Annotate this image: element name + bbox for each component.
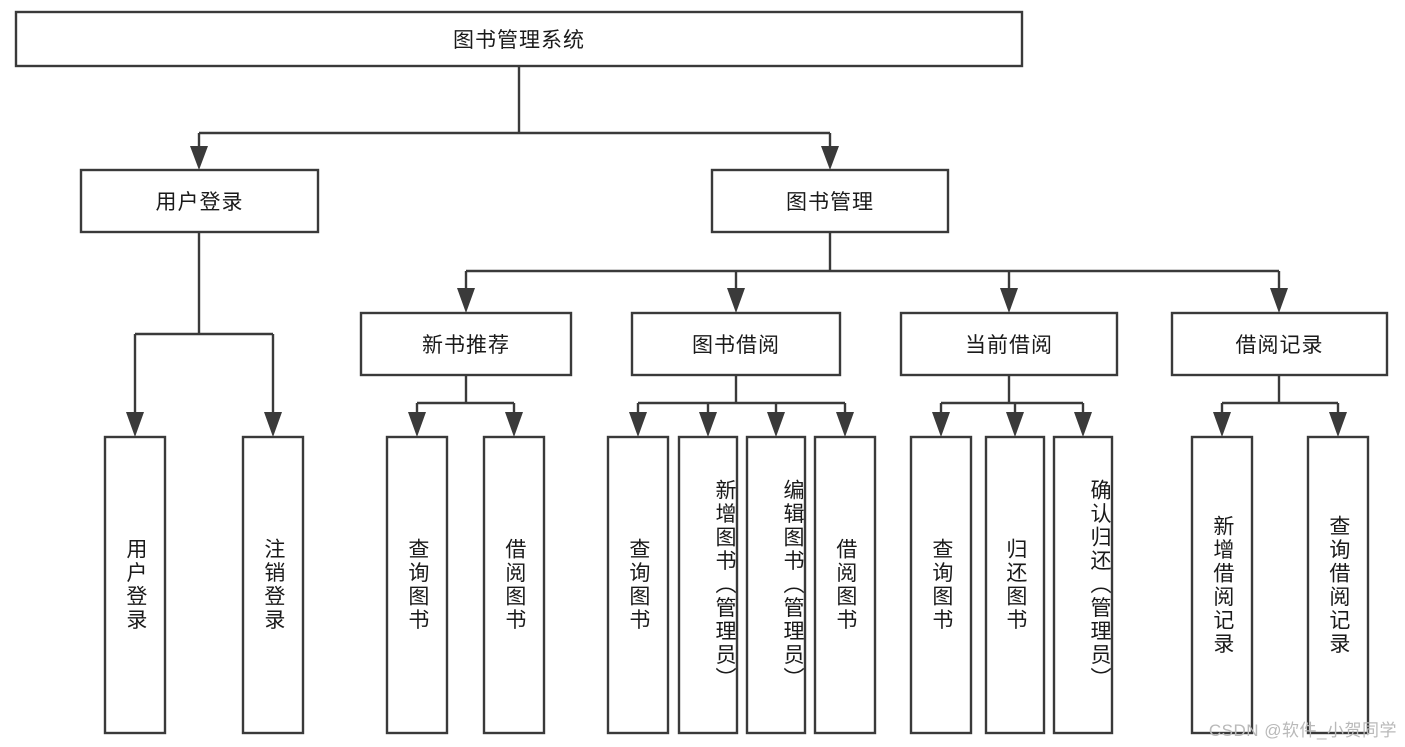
connector-group-user-login-to-leaves	[126, 232, 282, 437]
arrow-head-record-leaf-1	[1213, 412, 1231, 437]
leaf-box-borrow-book-rec[interactable]	[482, 435, 546, 735]
leaf-box-return-book[interactable]	[984, 435, 1046, 735]
arrow-head-user-login-leaf-1	[126, 412, 144, 437]
connector-group-root-to-level2	[190, 66, 839, 170]
arrow-head-current-leaf-1	[932, 412, 950, 437]
node-box-borrow-record[interactable]	[1170, 311, 1389, 377]
arrow-head-root-to-book-mgmt	[821, 146, 839, 170]
node-box-user-login[interactable]	[79, 168, 320, 234]
watermark-text: CSDN @软件_小贺同学	[1208, 721, 1397, 740]
leaf-box-add-borrow-record[interactable]	[1190, 435, 1254, 735]
leaf-box-logout[interactable]	[241, 435, 305, 735]
arrow-head-book-mgmt-current	[1000, 288, 1018, 313]
leaf-box-query-book-borrow[interactable]	[606, 435, 670, 735]
leaf-box-user-login[interactable]	[103, 435, 167, 735]
node-box-root[interactable]	[14, 10, 1024, 68]
node-box-book-borrow[interactable]	[630, 311, 842, 377]
arrow-head-new-book-leaf-1	[408, 412, 426, 437]
connector-group-current-to-leaves	[932, 375, 1092, 437]
arrow-head-user-login-leaf-2	[264, 412, 282, 437]
leaf-box-confirm-return-admin[interactable]	[1052, 435, 1114, 735]
node-box-book-management[interactable]	[710, 168, 950, 234]
leaf-box-borrow-book[interactable]	[813, 435, 877, 735]
arrow-head-new-book-leaf-2	[505, 412, 523, 437]
arrow-head-borrow-leaf-1	[629, 412, 647, 437]
arrow-head-root-to-user-login	[190, 146, 208, 170]
arrow-head-current-leaf-2	[1006, 412, 1024, 437]
node-box-current-borrow[interactable]	[899, 311, 1119, 377]
connector-group-borrow-to-leaves	[629, 375, 854, 437]
arrow-head-book-mgmt-record	[1270, 288, 1288, 313]
arrow-head-borrow-leaf-2	[699, 412, 717, 437]
leaf-box-add-book-admin[interactable]	[677, 435, 739, 735]
connector-group-record-to-leaves	[1213, 375, 1347, 437]
leaf-box-query-book-rec[interactable]	[385, 435, 449, 735]
leaf-box-query-book-current[interactable]	[909, 435, 973, 735]
arrow-head-book-mgmt-borrow	[727, 288, 745, 313]
arrow-head-book-mgmt-new-book	[457, 288, 475, 313]
connector-group-book-mgmt-to-level3	[457, 232, 1288, 313]
leaf-box-edit-book-admin[interactable]	[745, 435, 807, 735]
arrow-head-current-leaf-3	[1074, 412, 1092, 437]
node-box-new-book-recommend[interactable]	[359, 311, 573, 377]
leaf-box-query-borrow-record[interactable]	[1306, 435, 1370, 735]
arrow-head-record-leaf-2	[1329, 412, 1347, 437]
arrow-head-borrow-leaf-4	[836, 412, 854, 437]
arrow-head-borrow-leaf-3	[767, 412, 785, 437]
connector-group-new-book-to-leaves	[408, 375, 523, 437]
